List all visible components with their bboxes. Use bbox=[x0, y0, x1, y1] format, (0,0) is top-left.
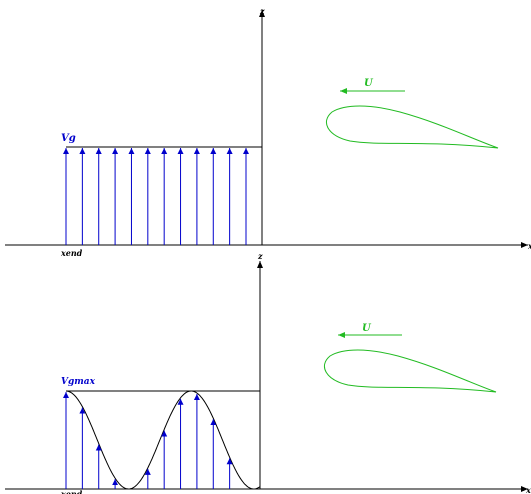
x-start-label: xend bbox=[60, 489, 83, 494]
z-axis-label: z bbox=[259, 6, 265, 16]
airfoil bbox=[326, 105, 499, 149]
gust-profile-curve bbox=[65, 390, 261, 490]
gust-arrows bbox=[63, 148, 249, 245]
freestream-label: U bbox=[362, 323, 372, 334]
gust-arrows bbox=[63, 392, 233, 489]
airfoil bbox=[324, 349, 497, 393]
x-start-label: xend bbox=[60, 248, 83, 258]
panel-sinusoidal-gust: x z Vgmax xend U bbox=[5, 251, 531, 494]
gust-label: Vg bbox=[61, 133, 76, 144]
x-axis-label: x bbox=[525, 485, 531, 494]
freestream-label: U bbox=[364, 78, 374, 89]
z-axis-label: z bbox=[257, 251, 263, 261]
x-axis-label: x bbox=[527, 241, 531, 251]
panel-uniform-gust: x z Vg xend U bbox=[5, 6, 531, 258]
gust-label: Vgmax bbox=[61, 377, 96, 387]
